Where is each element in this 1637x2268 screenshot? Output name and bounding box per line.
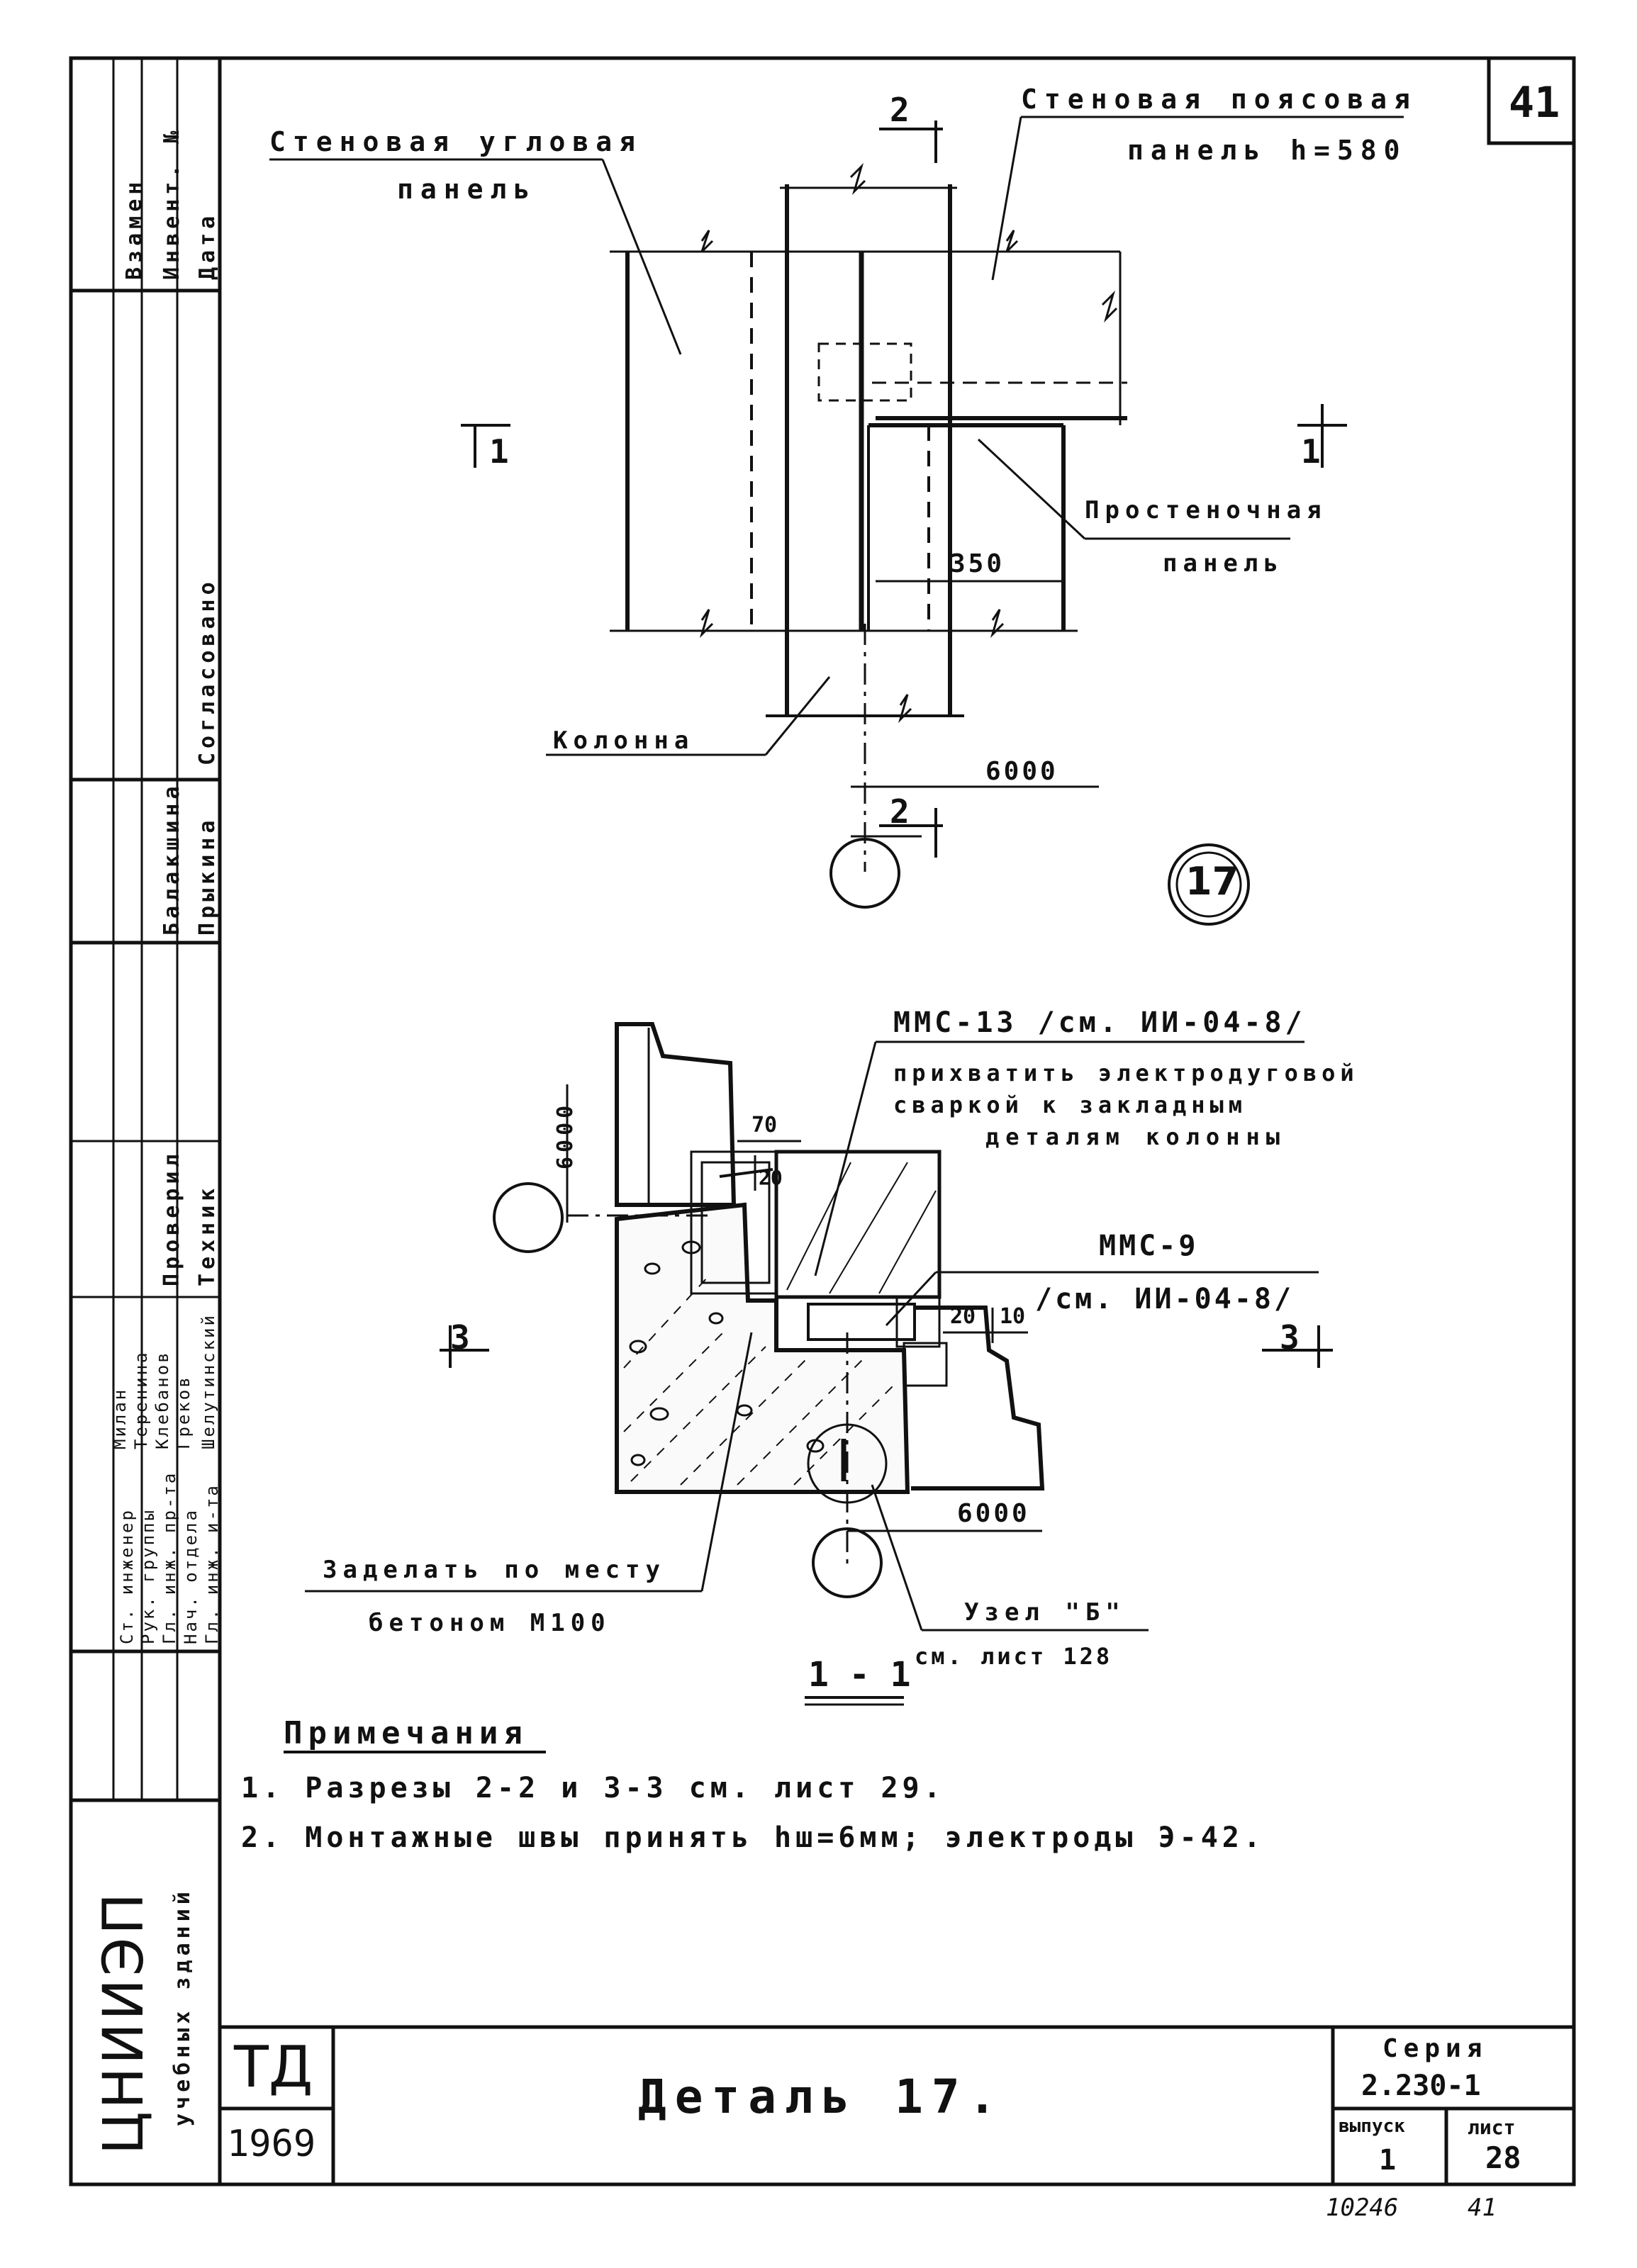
stamp-name-2: Греков [174,1375,194,1449]
callout-17: 17 [1185,859,1239,904]
plan-view [269,116,1404,926]
notes-heading: Примечания [284,1715,528,1751]
label-concrete-line1: Заделать по месту [323,1556,666,1584]
label-belt-panel-line2: панель h=580 [1127,135,1407,166]
note-weld-line1: прихватить электродуговой [893,1060,1359,1087]
issue-value: 1 [1379,2144,1397,2177]
dim-10: 10 [1000,1304,1026,1329]
section-mark-2-top: 2 [890,91,910,129]
sheet-label: лист [1468,2116,1516,2139]
stamp-agreed: Согласовано [195,578,220,765]
stamp-role-technician: Техник [195,1184,220,1286]
note-item-1: 1. Разрезы 2-2 и 3-3 см. лист 29. [241,1772,945,1804]
series-value: 2.230-1 [1361,2070,1481,2102]
label-node-b-line2: см. лист 128 [915,1643,1113,1670]
label-belt-panel-line1: Стеновая поясовая [1021,84,1417,115]
sheet-frame [69,56,1576,2186]
archive-number: 10246 [1326,2194,1399,2222]
stamp-role-checked: Проверил [160,1150,184,1287]
label-corner-panel-line2: панель [397,174,537,205]
stamp-name-3: Клебанов [152,1350,172,1449]
stamp-position-1: Гл. инж. и-та [202,1483,222,1644]
stamp-inventory: Инвент. № [160,126,184,280]
section-view [284,1022,1333,1753]
org-mark: ТД [234,2034,313,2100]
dim-6000-section-left: 6000 [553,1101,578,1169]
dim-20-right: 20 [950,1304,976,1329]
stamp-date: Дата [195,211,220,280]
drawing-title: Деталь 17. [638,2070,1005,2124]
institute-subtitle: учебных зданий [170,1887,195,2126]
dim-350: 350 [950,549,1005,578]
institute-name: ЦНИИЭП [92,1890,156,2155]
corner-number-box [1487,56,1576,145]
stamp-agreed-name-2: Балакшина [160,782,184,936]
label-concrete-line2: бетоном М100 [369,1609,611,1637]
stamp-position-2: Нач. отдела [181,1508,201,1644]
section-mark-3-right: 3 [1280,1318,1300,1357]
stamp-agreed-name-1: Прыкина [195,816,220,936]
stamp-name-1: Шелутинский [199,1313,218,1449]
note-weld-line2: сваркой к закладным [893,1091,1248,1118]
label-mmc9-line1: ММС-9 [1099,1230,1199,1262]
sheet-value: 28 [1485,2140,1521,2175]
archive-sheet: 41 [1468,2194,1497,2222]
stamp-position-5: Ст. инженер [117,1508,137,1644]
dim-6000-section-bottom: 6000 [957,1499,1030,1528]
section-mark-2-bottom: 2 [890,792,910,831]
sheet-corner-number: 41 [1509,78,1560,128]
label-pier-panel-line2: панель [1163,549,1284,578]
stamp-replace: Взамен [122,177,147,280]
section-title-1-1: 1 - 1 [808,1655,911,1695]
note-item-2: 2. Монтажные швы принять hш=6мм; электро… [241,1821,1265,1854]
dim-6000-plan: 6000 [985,757,1058,786]
stamp-position-4: Рук. группы [138,1508,158,1644]
label-mmc9-line2: /см. ИИ-04-8/ [1035,1283,1295,1315]
stamp-name-4: Теренина [131,1350,151,1449]
note-weld-line3: деталям колонны [985,1123,1286,1150]
section-mark-3-left: 3 [450,1318,470,1357]
label-column: Колонна [553,726,695,755]
label-corner-panel-line1: Стеновая угловая [269,126,643,157]
label-node-b-line1: Узел "Б" [964,1598,1126,1627]
stamp-position-3: Гл. инж. пр-та [160,1471,179,1644]
dim-70: 70 [752,1113,778,1138]
issue-label: выпуск [1339,2116,1405,2137]
label-pier-panel-line1: Простеночная [1085,496,1327,524]
stamp-name-5: Милан [110,1387,130,1449]
label-mmc13: ММС-13 /см. ИИ-04-8/ [893,1006,1306,1039]
year: 1969 [227,2123,316,2165]
dim-20-top: 20 [759,1166,783,1189]
section-mark-1-right: 1 [1301,432,1321,471]
section-mark-1-left: 1 [489,432,509,471]
series-label: Серия [1382,2034,1488,2063]
